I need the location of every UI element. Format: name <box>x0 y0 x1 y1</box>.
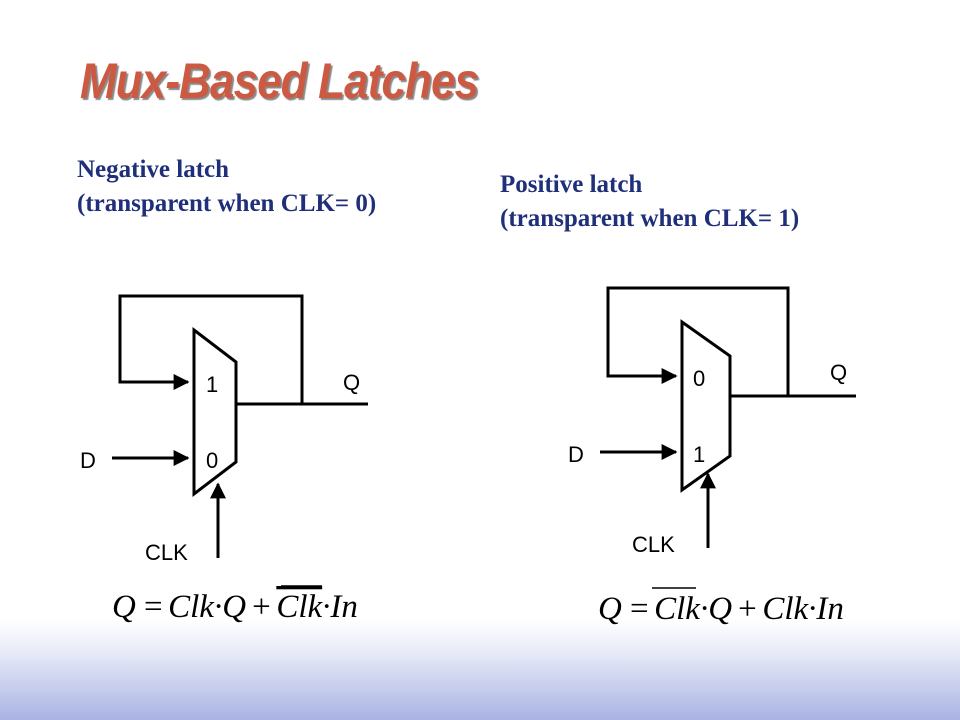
negative-mux-input-top-label: 1 <box>206 372 218 397</box>
positive-latch-heading: Positive latch (transparent when CLK= 1) <box>500 168 799 236</box>
pos-eq-lhs: Q <box>598 591 622 627</box>
neg-eq-clk: Clk <box>168 589 215 625</box>
neg-eq-clk-bar: Clk <box>276 589 323 625</box>
positive-d-label: D <box>568 442 584 467</box>
negative-q-label: Q <box>343 370 360 395</box>
positive-mux-shape <box>680 319 732 493</box>
positive-latch-equation: Q=Clk·Q+Clk·In <box>598 591 844 627</box>
positive-latch-diagram: 0 1 D Q CLK Q=Clk·Q+Clk·In <box>568 286 856 627</box>
positive-clk-label: CLK <box>632 532 675 557</box>
pos-eq-clk-bar: Clk <box>654 591 701 627</box>
neg-eq-q: Q <box>222 589 246 625</box>
positive-latch-heading-line2: (transparent when CLK= 1) <box>500 205 800 232</box>
slide-title: Mux-Based Latches <box>80 53 479 109</box>
positive-feedback-wire <box>606 286 790 396</box>
negative-latch-heading: Negative latch (transparent when CLK= 0) <box>77 153 376 221</box>
positive-mux-input-top-label: 0 <box>693 366 705 391</box>
negative-d-label: D <box>80 448 96 473</box>
neg-eq-lhs: Q <box>112 589 136 625</box>
pos-eq-in: In <box>815 591 844 627</box>
neg-eq-dot: · <box>214 589 222 625</box>
neg-eq-dot2: · <box>322 589 330 625</box>
neg-eq-in: In <box>329 589 358 625</box>
positive-q-label: Q <box>830 360 847 385</box>
pos-eq-q: Q <box>708 591 732 627</box>
negative-latch-diagram: 1 0 D Q CLK Q=Clk·Q+Clk·In <box>80 294 368 625</box>
negative-mux-shape <box>192 326 238 498</box>
negative-latch-heading-line2: (transparent when CLK= 0) <box>77 190 377 217</box>
negative-feedback-wire <box>118 294 304 404</box>
positive-latch-heading-line1: Positive latch <box>500 171 643 198</box>
negative-latch-equation: Q=Clk·Q+Clk·In <box>112 589 358 625</box>
pos-eq-dot: · <box>700 591 708 627</box>
pos-eq-dot2: · <box>808 591 816 627</box>
pos-eq-plus: + <box>736 591 758 627</box>
pos-eq-equals: = <box>628 591 650 627</box>
neg-eq-plus: + <box>250 589 272 625</box>
negative-latch-heading-line1: Negative latch <box>77 156 230 183</box>
negative-mux-input-bottom-label: 0 <box>206 448 218 473</box>
positive-mux-input-bottom-label: 1 <box>693 442 705 467</box>
pos-eq-clk: Clk <box>762 591 809 627</box>
neg-eq-equals: = <box>142 589 164 625</box>
negative-clk-label: CLK <box>145 540 188 565</box>
